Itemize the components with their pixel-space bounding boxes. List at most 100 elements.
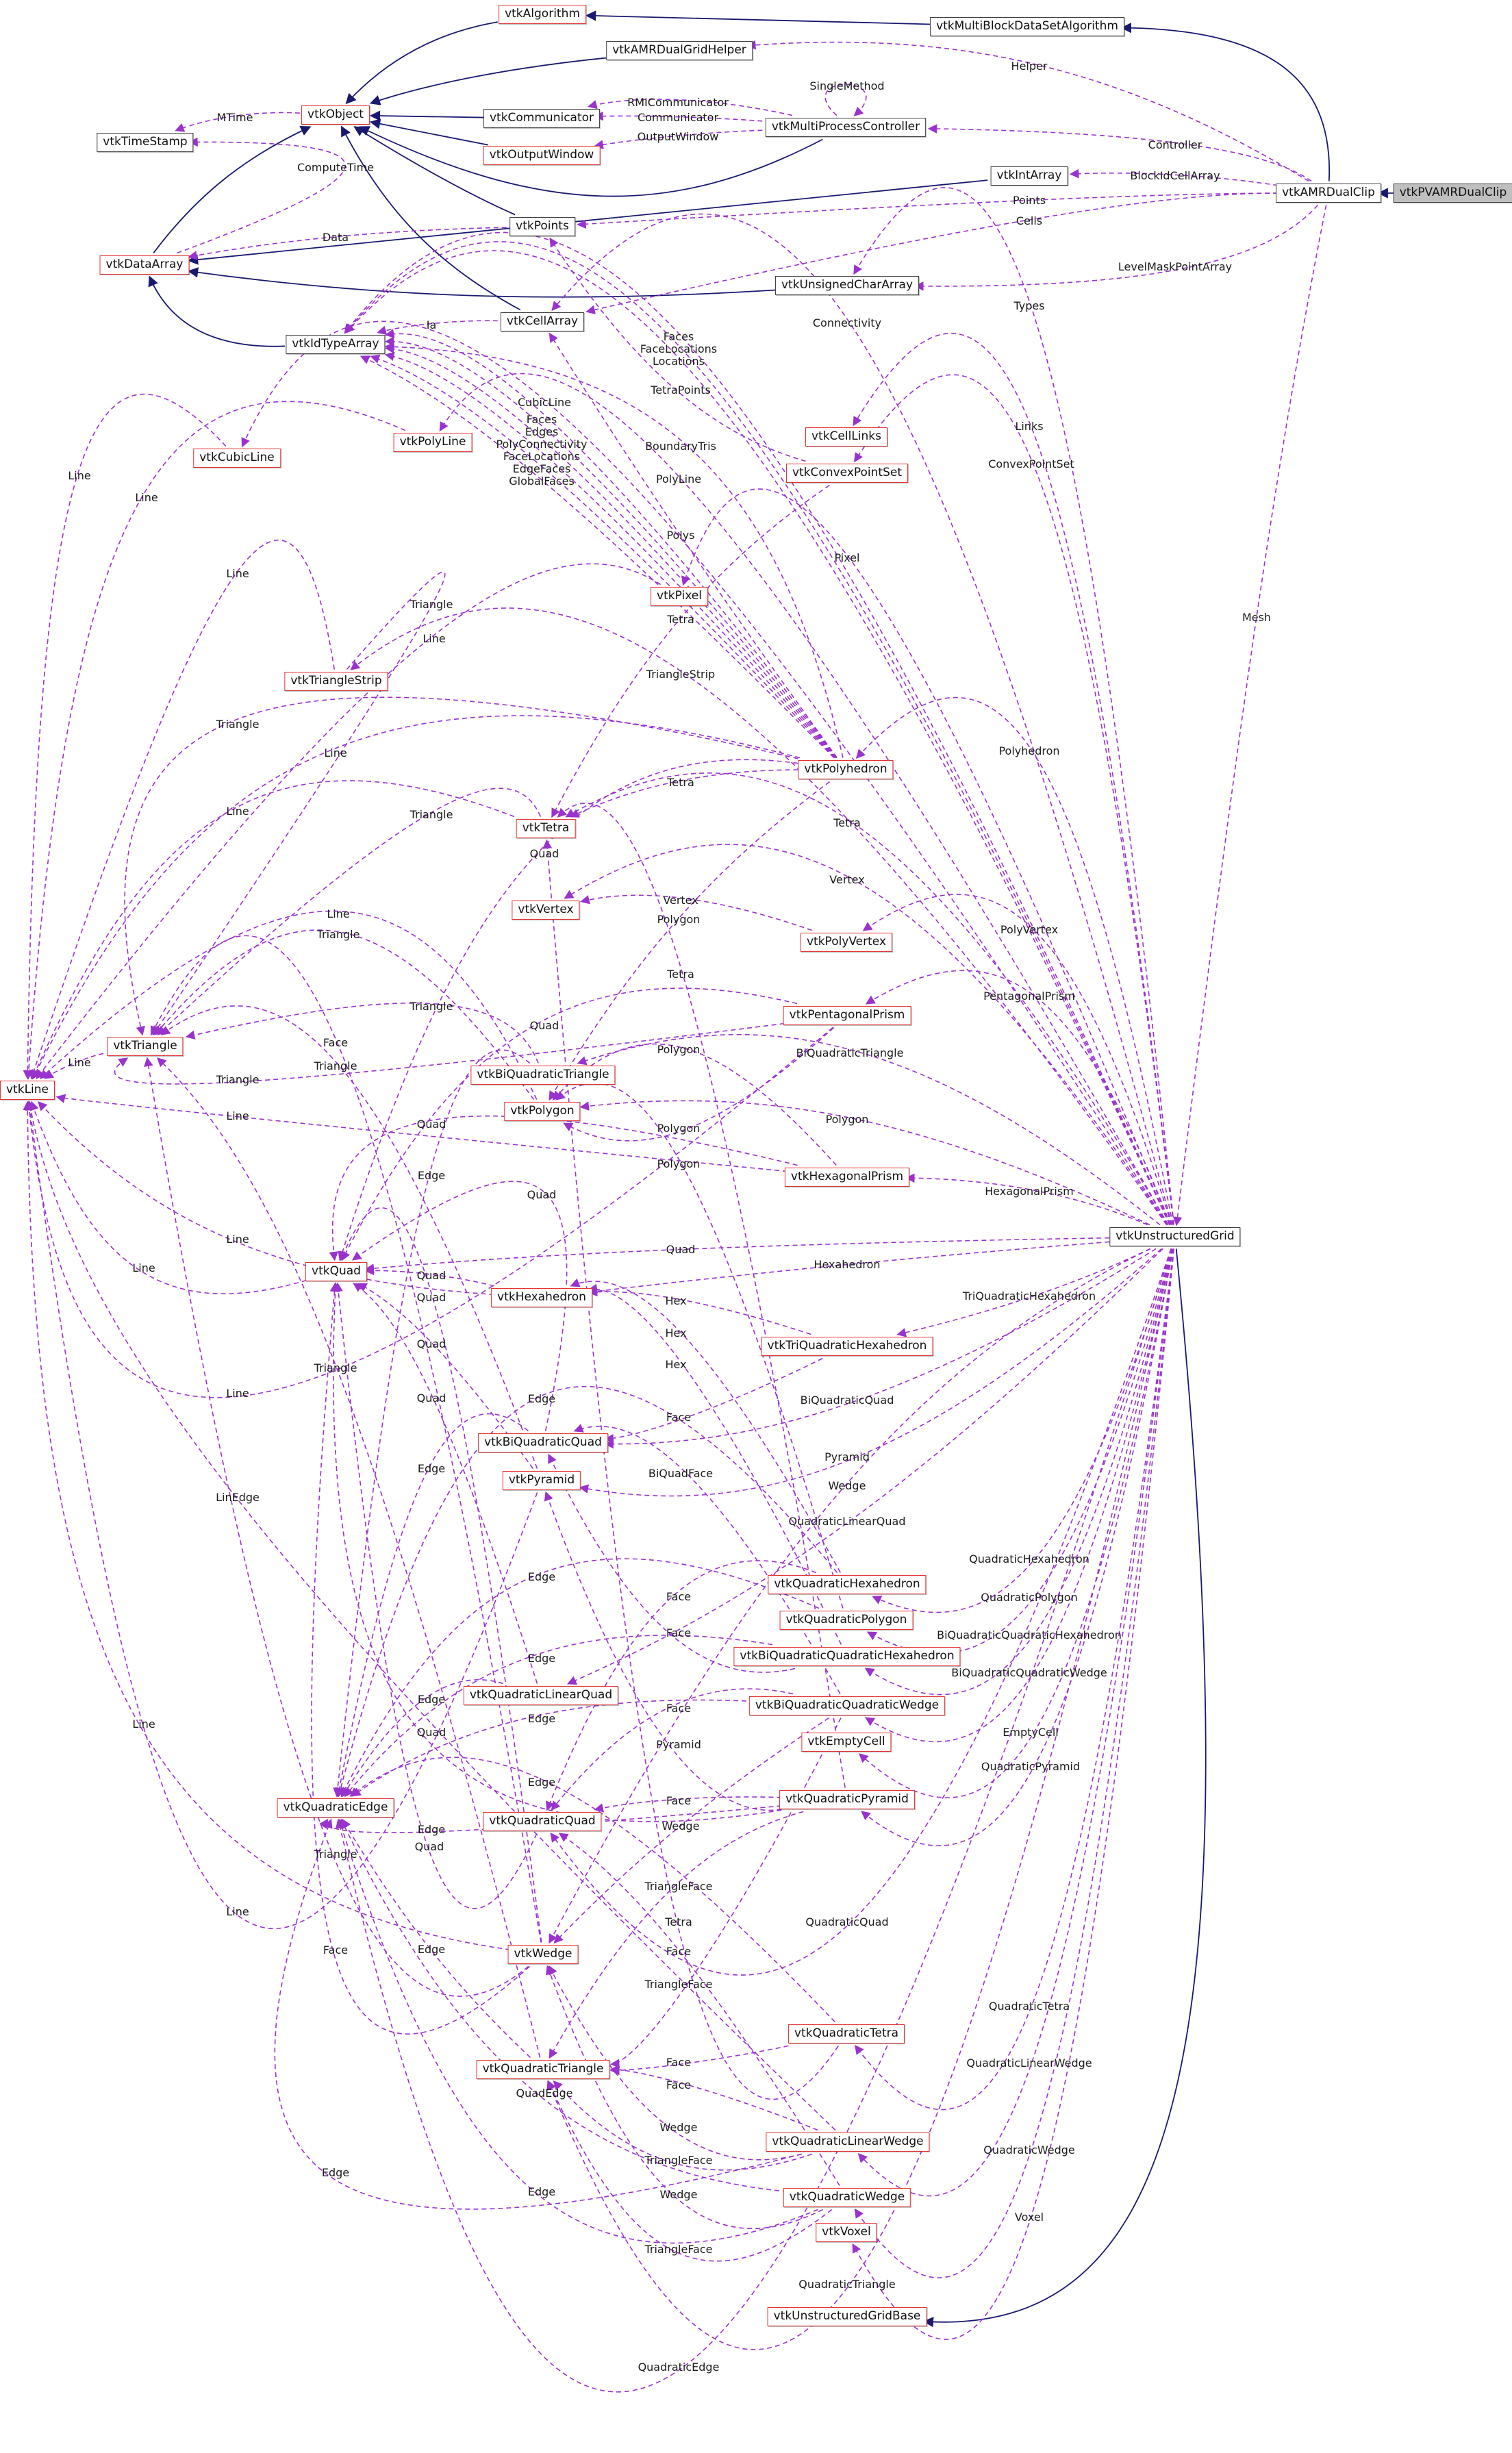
node-vtkOutputWindow[interactable]: vtkOutputWindow xyxy=(483,146,601,165)
edge-vtkAMRDualClip-vtkIntArray xyxy=(1069,168,1278,186)
edge-label-Triangle: Triangle xyxy=(410,1000,453,1013)
edge-vtkCommunicator-vtkObject xyxy=(369,110,488,121)
node-vtkPolyLine[interactable]: vtkPolyLine xyxy=(393,433,473,452)
edge-label-Points: Points xyxy=(1013,194,1046,207)
edge-vtkPixel-vtkLine xyxy=(36,563,662,1080)
edge-vtkUnstructuredGrid-vtkQuadraticTetra xyxy=(854,1248,1174,2111)
node-vtkQuadraticLinearQuad[interactable]: vtkQuadraticLinearQuad xyxy=(463,1686,619,1705)
edge-label-Wedge: Wedge xyxy=(829,1479,866,1492)
edge-label-Tetra: Tetra xyxy=(666,968,694,981)
node-vtkAMRDualClip[interactable]: vtkAMRDualClip xyxy=(1276,184,1381,203)
node-vtkAMRDualGridHelper[interactable]: vtkAMRDualGridHelper xyxy=(606,41,753,60)
node-vtkBiQuadraticTriangle[interactable]: vtkBiQuadraticTriangle xyxy=(470,1066,616,1085)
node-vtkPentagonalPrism[interactable]: vtkPentagonalPrism xyxy=(783,1006,911,1025)
edge-vtkUnstructuredGrid-vtkPixel xyxy=(681,488,1171,1225)
edge-vtkQuadraticPolygon-vtkQuadraticEdge xyxy=(340,1558,820,1798)
node-vtkUnsignedCharArray[interactable]: vtkUnsignedCharArray xyxy=(774,276,920,295)
node-vtkQuadraticLinearWedge[interactable]: vtkQuadraticLinearWedge xyxy=(766,2133,930,2152)
node-vtkMultiBlockDataSetAlgorithm[interactable]: vtkMultiBlockDataSetAlgorithm xyxy=(930,17,1124,36)
edge-vtkPolyLine-vtkLine xyxy=(24,401,406,1080)
node-vtkMultiProcessController[interactable]: vtkMultiProcessController xyxy=(765,118,927,137)
node-vtkCommunicator[interactable]: vtkCommunicator xyxy=(483,109,601,128)
node-vtkDataArray[interactable]: vtkDataArray xyxy=(99,255,190,275)
node-vtkTriangle[interactable]: vtkTriangle xyxy=(107,1037,184,1056)
node-vtkQuadraticWedge[interactable]: vtkQuadraticWedge xyxy=(783,2188,911,2207)
node-vtkPolyVertex[interactable]: vtkPolyVertex xyxy=(800,933,893,952)
edge-label-Line: Line xyxy=(226,1905,249,1918)
node-vtkUnstructuredGrid[interactable]: vtkUnstructuredGrid xyxy=(1109,1227,1241,1246)
node-vtkPVAMRDualClip: vtkPVAMRDualClip xyxy=(1393,184,1512,203)
node-vtkIdTypeArray[interactable]: vtkIdTypeArray xyxy=(286,335,386,354)
edge-vtkUnstructuredGrid-vtkEmptyCell xyxy=(858,1248,1174,1798)
edge-vtkQuadraticPyramid-vtkTetra xyxy=(557,803,846,1788)
edge-label-Faces: Faces xyxy=(664,330,694,343)
edge-vtkUnstructuredGrid-vtkHexahedron xyxy=(588,1241,1110,1296)
node-vtkTetra[interactable]: vtkTetra xyxy=(516,819,576,838)
edge-label-Polygon: Polygon xyxy=(657,913,701,926)
node-vtkBiQuadraticQuadraticHexahedron[interactable]: vtkBiQuadraticQuadraticHexahedron xyxy=(733,1647,961,1666)
edge-label-EdgeFaces: EdgeFaces xyxy=(513,462,571,475)
node-vtkEmptyCell[interactable]: vtkEmptyCell xyxy=(801,1733,892,1752)
node-vtkQuadraticHexahedron[interactable]: vtkQuadraticHexahedron xyxy=(768,1575,927,1594)
node-vtkObject[interactable]: vtkObject xyxy=(301,105,370,125)
edge-vtkPolyhedron-vtkQuad xyxy=(338,759,798,1261)
node-vtkWedge[interactable]: vtkWedge xyxy=(507,1945,579,1964)
node-vtkPixel[interactable]: vtkPixel xyxy=(651,587,708,606)
edge-label-Triangle: Triangle xyxy=(410,808,453,821)
node-vtkCellLinks[interactable]: vtkCellLinks xyxy=(805,427,888,446)
edge-label-Triangle: Triangle xyxy=(410,598,453,611)
edge-vtkUnstructuredGrid-vtkTriQuadraticHexahedron xyxy=(896,1248,1150,1337)
edge-vtkPolyVertex-vtkVertex xyxy=(580,894,812,931)
node-vtkQuadraticPyramid[interactable]: vtkQuadraticPyramid xyxy=(779,1790,915,1809)
node-vtkQuadraticEdge[interactable]: vtkQuadraticEdge xyxy=(277,1798,394,1817)
node-vtkConvexPointSet[interactable]: vtkConvexPointSet xyxy=(785,464,909,483)
edge-vtkBiQuadraticQuadraticWedge-vtkQuadraticQuad xyxy=(551,1688,794,1811)
edge-vtkQuadraticPyramid-vtkQuadraticTriangle xyxy=(549,1811,804,2059)
node-vtkQuadraticQuad[interactable]: vtkQuadraticQuad xyxy=(483,1812,602,1831)
node-vtkVoxel[interactable]: vtkVoxel xyxy=(816,2223,877,2242)
edge-vtkDataArray-vtkTimeStamp xyxy=(177,137,346,254)
edge-label-Line: Line xyxy=(226,1109,249,1122)
node-vtkCubicLine[interactable]: vtkCubicLine xyxy=(193,449,281,468)
edge-label-HexagonalPrism: HexagonalPrism xyxy=(985,1185,1074,1198)
node-vtkQuadraticPolygon[interactable]: vtkQuadraticPolygon xyxy=(779,1611,914,1630)
edge-label-Triangle: Triangle xyxy=(216,718,260,731)
node-vtkHexahedron[interactable]: vtkHexahedron xyxy=(491,1288,592,1307)
node-vtkTriangleStrip[interactable]: vtkTriangleStrip xyxy=(284,672,388,691)
node-vtkLine[interactable]: vtkLine xyxy=(0,1081,55,1100)
node-vtkPolygon[interactable]: vtkPolygon xyxy=(504,1102,581,1121)
node-vtkUnstructuredGridBase[interactable]: vtkUnstructuredGridBase xyxy=(767,2307,927,2326)
edge-vtkMultiProcessController-vtkMultiProcessController xyxy=(824,84,867,116)
edge-label-Line: Line xyxy=(68,469,90,482)
edge-label-Quad: Quad xyxy=(417,1118,446,1131)
edge-vtkUnstructuredGrid-vtkPyramid xyxy=(579,1248,1162,1497)
edge-label-Face: Face xyxy=(666,1794,691,1807)
edge-label-PentagonalPrism: PentagonalPrism xyxy=(983,990,1075,1003)
edge-vtkBiQuadraticQuadraticWedge-vtkWedge xyxy=(553,1717,830,1943)
node-vtkPyramid[interactable]: vtkPyramid xyxy=(502,1471,581,1490)
node-vtkIntArray[interactable]: vtkIntArray xyxy=(990,166,1068,186)
node-vtkCellArray[interactable]: vtkCellArray xyxy=(500,312,585,331)
node-vtkTimeStamp[interactable]: vtkTimeStamp xyxy=(97,133,194,152)
node-vtkAlgorithm[interactable]: vtkAlgorithm xyxy=(499,5,586,24)
node-vtkHexagonalPrism[interactable]: vtkHexagonalPrism xyxy=(784,1168,910,1187)
node-vtkQuad[interactable]: vtkQuad xyxy=(305,1262,367,1281)
edge-label-Tetra: Tetra xyxy=(666,776,694,789)
node-vtkBiQuadraticQuadraticWedge[interactable]: vtkBiQuadraticQuadraticWedge xyxy=(748,1696,946,1715)
node-vtkQuadraticTetra[interactable]: vtkQuadraticTetra xyxy=(788,2024,905,2043)
node-vtkVertex[interactable]: vtkVertex xyxy=(512,901,580,920)
node-vtkPolyhedron[interactable]: vtkPolyhedron xyxy=(798,760,894,779)
edge-label-Polygon: Polygon xyxy=(657,1157,701,1170)
edge-label-Vertex: Vertex xyxy=(829,873,864,886)
edge-label-Edge: Edge xyxy=(418,1943,445,1956)
node-vtkQuadraticTriangle[interactable]: vtkQuadraticTriangle xyxy=(476,2060,610,2079)
edge-vtkUnstructuredGrid-vtkBiQuadraticQuadraticWedge xyxy=(864,1248,1173,1743)
edge-label-Line: Line xyxy=(226,805,249,818)
edge-label-Line: Line xyxy=(226,567,249,580)
edge-vtkPolyhedron-vtkTetra xyxy=(569,769,798,818)
node-vtkBiQuadraticQuad[interactable]: vtkBiQuadraticQuad xyxy=(478,1433,608,1452)
node-vtkTriQuadraticHexahedron[interactable]: vtkTriQuadraticHexahedron xyxy=(761,1337,933,1356)
node-vtkPoints[interactable]: vtkPoints xyxy=(509,217,575,236)
edge-vtkHexahedron-vtkLine xyxy=(38,1101,494,1296)
edge-vtkAMRDualClip-vtkUnsignedCharArray xyxy=(914,204,1318,291)
